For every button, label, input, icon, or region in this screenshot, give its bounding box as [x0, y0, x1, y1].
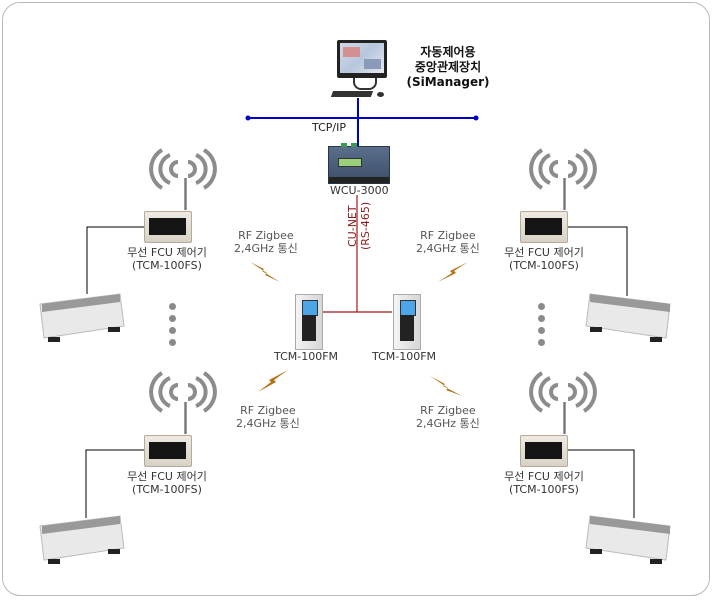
tcm-100fm-device-icon: [393, 294, 421, 350]
wireless-signal-icon: [529, 371, 597, 413]
lightning-icon: [258, 370, 288, 392]
title-line: (SiManager): [406, 75, 490, 89]
cunet-label: CU-NET: [346, 205, 359, 247]
tcm-100fs-device-icon: [520, 211, 568, 243]
wire-fs3-fcu3: [85, 449, 145, 518]
master-label: TCM-100FM: [274, 350, 339, 363]
wireless-controller-label: 무선 FCU 제어기(TCM-100FS): [127, 470, 207, 496]
fan-coil-unit-icon: [585, 293, 671, 342]
master-label: TCM-100FM: [372, 350, 437, 363]
antenna-icon: [563, 402, 566, 434]
wcu-label: WCU-3000: [330, 184, 389, 197]
wireless-signal-icon: [529, 148, 597, 190]
title-line: 자동제어용: [420, 45, 476, 59]
central-controller-title: 자동제어용 중앙관제장치 (SiManager): [398, 45, 498, 90]
wireless-controller-label: 무선 FCU 제어기(TCM-100FS): [504, 246, 584, 272]
lightning-icon: [250, 262, 280, 282]
wire-fs4-fcu4: [567, 449, 635, 518]
wire-fs1-fcu1: [86, 226, 145, 294]
wireless-signal-icon: [149, 148, 217, 190]
fan-coil-unit-icon: [585, 515, 671, 564]
lightning-icon: [430, 376, 462, 396]
fan-coil-unit-icon: [39, 515, 125, 564]
wcu-gateway-icon: [328, 143, 390, 184]
tcm-100fs-device-icon: [144, 435, 192, 467]
fan-coil-unit-icon: [39, 293, 125, 342]
rs485-label: (RS-465): [359, 201, 372, 250]
wireless-controller-label: 무선 FCU 제어기(TCM-100FS): [127, 246, 207, 272]
antenna-icon: [184, 178, 187, 210]
antenna-icon: [184, 402, 187, 434]
bus-end-right: [473, 115, 479, 121]
wireless-signal-icon: [149, 371, 217, 413]
title-line: 중앙관제장치: [414, 60, 482, 74]
lightning-icon: [438, 262, 468, 282]
bus-end-left: [245, 115, 251, 121]
tcm-100fs-device-icon: [520, 435, 568, 467]
wireless-controller-label: 무선 FCU 제어기(TCM-100FS): [504, 470, 584, 496]
tcm-100fm-device-icon: [295, 294, 323, 350]
wire-fs2-fcu2: [567, 226, 628, 296]
tcm-100fs-device-icon: [144, 211, 192, 243]
antenna-icon: [563, 178, 566, 210]
tcpip-label: TCP/IP: [312, 121, 346, 134]
